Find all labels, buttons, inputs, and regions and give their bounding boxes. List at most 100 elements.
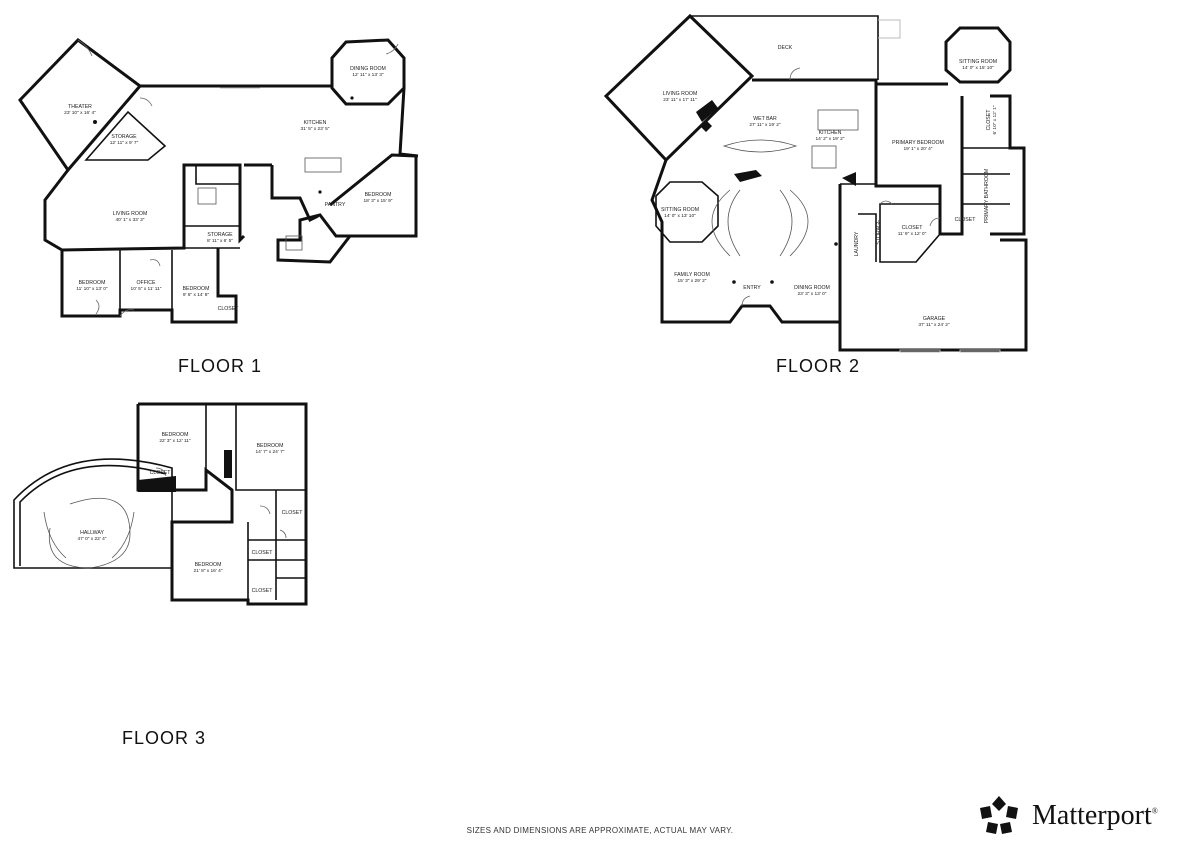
room-dimensions: 14' 7" x 24' 7" (256, 449, 285, 455)
room-name: HALLWAY (80, 530, 104, 536)
room-dimensions: 21' 8" x 16' 4" (194, 568, 223, 574)
room-dimensions: 18' 3" x 15' 9" (364, 198, 393, 204)
room-dimensions: 23' 3" x 13' 0" (798, 291, 827, 297)
room-dimensions: 8' 11" x 6' 5" (207, 238, 233, 244)
floor-3-label: FLOOR 3 (122, 728, 207, 748)
room-name: BEDROOM (195, 562, 222, 568)
room-label-deck: DECK (778, 45, 793, 51)
room-dimensions: 12' 11" x 9' 7" (110, 140, 139, 146)
floor-2-plan (603, 13, 1028, 353)
room-label-closet: CLOSET (218, 306, 240, 312)
room-dimensions: 31' 5" x 23' 5" (301, 126, 330, 132)
matterport-logo-icon (980, 796, 1018, 834)
room-dimensions: 19' 1" x 20' 4" (904, 146, 933, 152)
room-label-closet-d: CLOSET (252, 588, 274, 594)
room-dimensions: 14' 2" x 19' 2" (816, 136, 845, 142)
room-dimensions: 10' 5" x 11' 11" (131, 286, 162, 292)
room-dimensions: 6' 10" x 12' 1" (992, 105, 998, 134)
room-label-closet-b: CLOSET (282, 510, 304, 516)
room-name: CLOSET (955, 217, 977, 223)
room-name: DECK (778, 45, 793, 51)
floor-2-label: FLOOR 2 (776, 356, 861, 376)
room-dimensions: 14' 0" x 15' 10" (962, 65, 994, 71)
room-dimensions: 40' 1" x 33' 3" (116, 217, 145, 223)
brand-registered-mark: ® (1151, 806, 1158, 816)
brand-name: Matterport (1032, 800, 1152, 831)
room-dimensions: 11' 9" x 12' 0" (898, 231, 927, 237)
room-dimensions: 9' 6" x 14' 8" (183, 292, 210, 298)
room-name: STORAGE (876, 219, 882, 245)
room-label-closet-a: CLOSET (150, 470, 172, 476)
room-name: KITCHEN (819, 130, 842, 136)
room-dimensions: 27' 11" x 19' 2" (749, 122, 781, 128)
room-name: CLOSET (150, 470, 172, 476)
room-label-entry: ENTRY (743, 285, 761, 291)
floor-1-label: FLOOR 1 (178, 356, 263, 376)
room-label-closet-sm: CLOSET (955, 217, 977, 223)
room-name: CLOSET (252, 550, 274, 556)
room-name: LIVING ROOM (663, 91, 698, 97)
room-label-pantry: PANTRY (325, 202, 346, 208)
room-name: WET BAR (753, 116, 777, 122)
matterport-brand: Matterport® (976, 794, 1190, 838)
room-name: KITCHEN (304, 120, 327, 126)
room-dimensions: 22' 3" x 12' 11" (159, 438, 191, 444)
room-name: DINING ROOM (350, 66, 386, 72)
room-name: CLOSET (902, 225, 924, 231)
room-name: THEATER (68, 104, 92, 110)
room-name: BEDROOM (183, 286, 210, 292)
room-name: CLOSET (282, 510, 304, 516)
room-name: STORAGE (207, 232, 233, 238)
room-name: PRIMARY BATHROOM (984, 169, 990, 223)
room-name: ENTRY (743, 285, 761, 291)
room-dimensions: 12' 11" x 13' 3" (352, 72, 384, 78)
room-name: GARAGE (923, 316, 946, 322)
room-dimensions: 14' 0" x 13' 10" (664, 213, 696, 219)
room-dimensions: 23' 11" x 17' 11" (663, 97, 697, 103)
room-name: CLOSET (218, 306, 240, 312)
room-dimensions: 47' 0" x 22' 4" (78, 536, 107, 542)
room-name: BEDROOM (257, 443, 284, 449)
room-name: STORAGE (111, 134, 137, 140)
room-name: LAUNDRY (854, 231, 860, 256)
room-label-primary-bath: PRIMARY BATHROOM (984, 169, 990, 223)
floor-1-plan (18, 38, 419, 324)
room-name: CLOSET (986, 109, 992, 131)
room-dimensions: 23' 10" x 16' 4" (64, 110, 96, 116)
room-label-storage: STORAGE (876, 219, 882, 245)
room-label-laundry: LAUNDRY (854, 231, 860, 256)
floor-3-plan (13, 402, 308, 606)
room-name: DINING ROOM (794, 285, 830, 291)
room-name: LIVING ROOM (113, 211, 148, 217)
room-name: BEDROOM (79, 280, 106, 286)
room-name: PRIMARY BEDROOM (892, 140, 944, 146)
room-name: OFFICE (136, 280, 156, 286)
room-name: CLOSET (252, 588, 274, 594)
